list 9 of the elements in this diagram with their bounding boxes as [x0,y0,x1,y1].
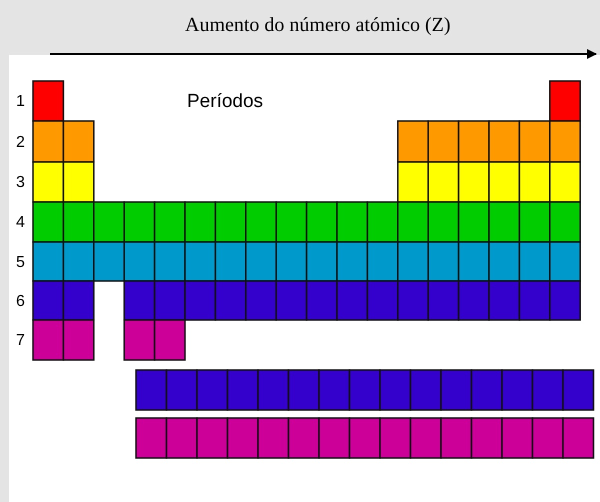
period-number: 1 [16,93,25,111]
periods-label: Períodos [187,91,264,113]
period-number: 5 [16,254,25,272]
heading: Aumento do número atómico (Z) [185,14,450,37]
period-number: 7 [16,332,25,350]
period-number: 4 [16,214,25,232]
period-number: 6 [16,292,25,310]
period-number: 3 [16,174,25,192]
period-number: 2 [16,134,25,152]
